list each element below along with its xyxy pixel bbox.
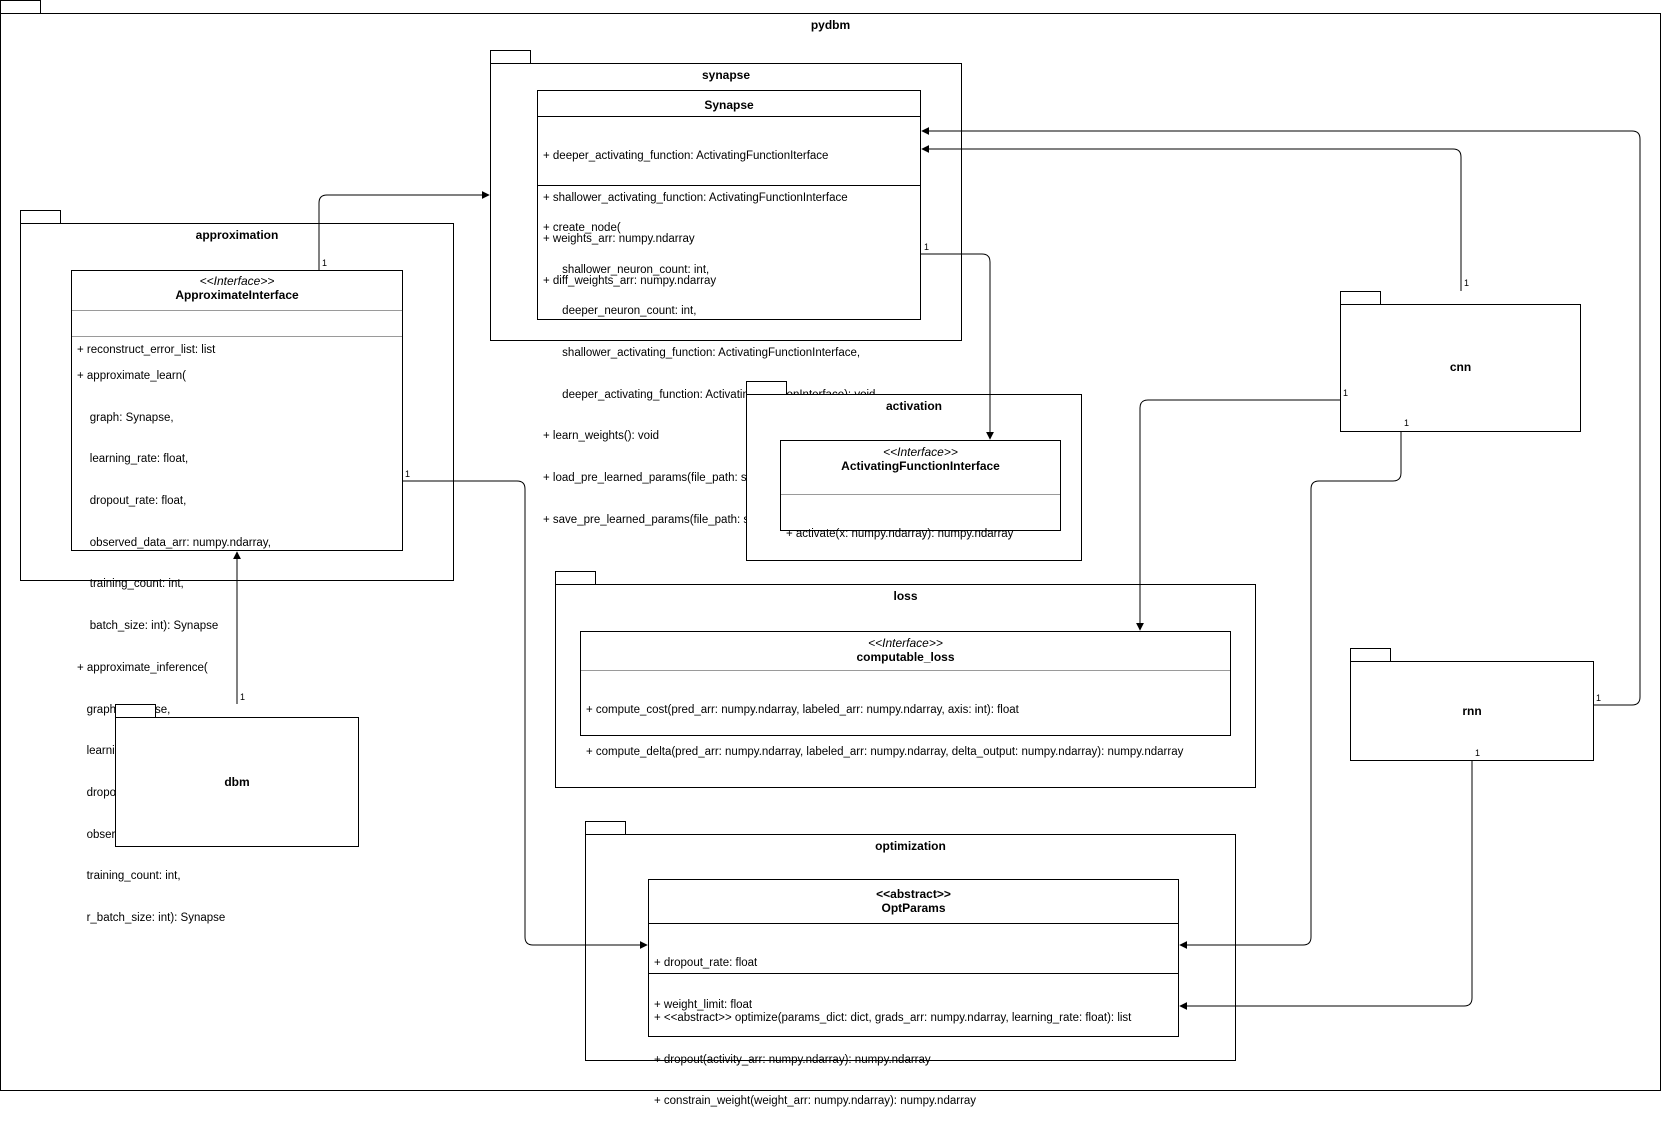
method-row: + compute_delta(pred_arr: numpy.ndarray,…	[586, 745, 1184, 758]
attribute-row: + reconstruct_error_list: list	[77, 343, 216, 356]
stereotype-label: <<Interface>>	[883, 445, 958, 459]
package-title-optimization: optimization	[875, 839, 946, 853]
connector-cnn-to-synapse[interactable]	[921, 145, 1462, 291]
method-row: + create_node(	[543, 221, 621, 234]
divider	[538, 185, 920, 186]
multiplicity-label: 1	[1464, 278, 1470, 288]
divider	[72, 336, 402, 337]
multiplicity-label: 1	[405, 469, 411, 479]
connector-approx-to-synapse[interactable]	[318, 191, 490, 270]
stereotype-label: <<Interface>>	[199, 274, 275, 288]
connector-synapse-to-activation[interactable]	[921, 253, 994, 440]
connector-approx-to-optparams[interactable]	[403, 480, 648, 949]
class-computable-loss[interactable]: <<Interface>> computable_loss + compute_…	[580, 631, 1231, 758]
method-row: + learn_weights(): void	[543, 430, 660, 443]
package-title-activation: activation	[885, 399, 942, 413]
activating-function-methods: + activate(x: numpy.ndarray): numpy.ndar…	[786, 500, 1013, 570]
package-title-pydbm: pydbm	[810, 18, 851, 32]
method-row: + approximate_inference(	[77, 661, 208, 674]
method-row: training_count: int,	[77, 870, 181, 883]
synapse-attributes: + deeper_activating_function: Activating…	[543, 122, 848, 317]
attribute-row: + weight_limit: float	[654, 998, 753, 1011]
method-row: learning_rate: float,	[77, 453, 189, 466]
class-name-activating-function-interface: ActivatingFunctionInterface	[841, 459, 1000, 473]
class-name-computable-loss: computable_loss	[856, 650, 955, 664]
attribute-row: + dropout_rate: float	[654, 956, 758, 969]
method-row: + constrain_weight(weight_arr: numpy.nda…	[654, 1095, 977, 1108]
divider	[649, 923, 1178, 924]
package-title-approximation: approximation	[195, 228, 279, 242]
connector-cnn-to-loss[interactable]	[1136, 399, 1340, 631]
class-name-synapse: Synapse	[704, 98, 754, 112]
divider	[781, 494, 1060, 495]
computable-loss-methods: + compute_cost(pred_arr: numpy.ndarray, …	[586, 676, 1183, 787]
connectors-layer	[233, 127, 1641, 1010]
attribute-row: + weights_arr: numpy.ndarray	[543, 233, 695, 246]
connector-cnn-to-optparams[interactable]	[1179, 432, 1402, 949]
method-row: observed_data_arr: numpy.ndarray,	[77, 536, 271, 549]
package-title-cnn: cnn	[1449, 360, 1472, 374]
method-row: batch_size: int): Synapse	[77, 620, 219, 633]
multiplicity-label: 1	[322, 258, 328, 268]
connector-rnn-to-optparams[interactable]	[1179, 761, 1473, 1010]
method-row: training_count: int,	[77, 578, 184, 591]
attribute-row: + deeper_activating_function: Activating…	[543, 149, 829, 162]
package-rnn[interactable]: rnn	[1350, 661, 1594, 761]
divider	[538, 116, 920, 117]
method-row: + compute_cost(pred_arr: numpy.ndarray, …	[586, 703, 1019, 716]
method-row: + activate(x: numpy.ndarray): numpy.ndar…	[786, 527, 1014, 540]
multiplicity-label: 1	[240, 692, 246, 702]
multiplicity-label: 1	[1343, 388, 1349, 398]
multiplicity-label: 1	[1475, 748, 1481, 758]
attribute-row: + diff_weights_arr: numpy.ndarray	[543, 274, 717, 287]
approximate-interface-attributes: + reconstruct_error_list: list	[77, 316, 215, 386]
attribute-row: + shallower_activating_function: Activat…	[543, 191, 848, 204]
class-activating-function-interface[interactable]: <<Interface>> ActivatingFunctionInterfac…	[780, 440, 1061, 540]
package-title-synapse: synapse	[701, 68, 751, 82]
method-row: + <<abstract>> optimize(params_dict: dic…	[654, 1011, 1132, 1024]
class-name-opt-params: OptParams	[881, 901, 946, 915]
method-row: + dropout(activity_arr: numpy.ndarray): …	[654, 1053, 931, 1066]
method-row: shallower_neuron_count: int,	[543, 263, 710, 276]
method-row: deeper_neuron_count: int,	[543, 305, 697, 318]
method-row: graph: Synapse,	[77, 411, 174, 424]
connector-rnn-to-synapse[interactable]	[921, 127, 1641, 706]
divider	[581, 670, 1230, 671]
package-title-dbm: dbm	[224, 775, 250, 789]
class-synapse[interactable]: Synapse + deeper_activating_function: Ac…	[537, 90, 921, 526]
package-title-rnn: rnn	[1462, 704, 1482, 718]
method-row: shallower_activating_function: Activatin…	[543, 346, 861, 359]
method-row: + approximate_learn(	[77, 369, 186, 382]
multiplicity-label: 1	[924, 242, 930, 252]
synapse-methods: + create_node( shallower_neuron_count: i…	[543, 194, 875, 556]
class-name-approximate-interface: ApproximateInterface	[175, 288, 299, 302]
package-title-loss: loss	[893, 589, 918, 603]
stereotype-label: <<Interface>>	[868, 636, 943, 650]
divider	[72, 310, 402, 311]
package-cnn[interactable]: cnn	[1340, 304, 1581, 432]
multiplicity-label: 1	[1404, 418, 1410, 428]
opt-params-attributes: + dropout_rate: float + weight_limit: fl…	[654, 929, 757, 1040]
stereotype-label: <<abstract>>	[876, 887, 951, 901]
multiplicity-label: 1	[1596, 693, 1602, 703]
method-row: r_batch_size: int): Synapse	[77, 912, 226, 925]
divider	[649, 973, 1178, 974]
method-row: dropout_rate: float,	[77, 494, 187, 507]
package-dbm[interactable]: dbm	[115, 717, 359, 847]
